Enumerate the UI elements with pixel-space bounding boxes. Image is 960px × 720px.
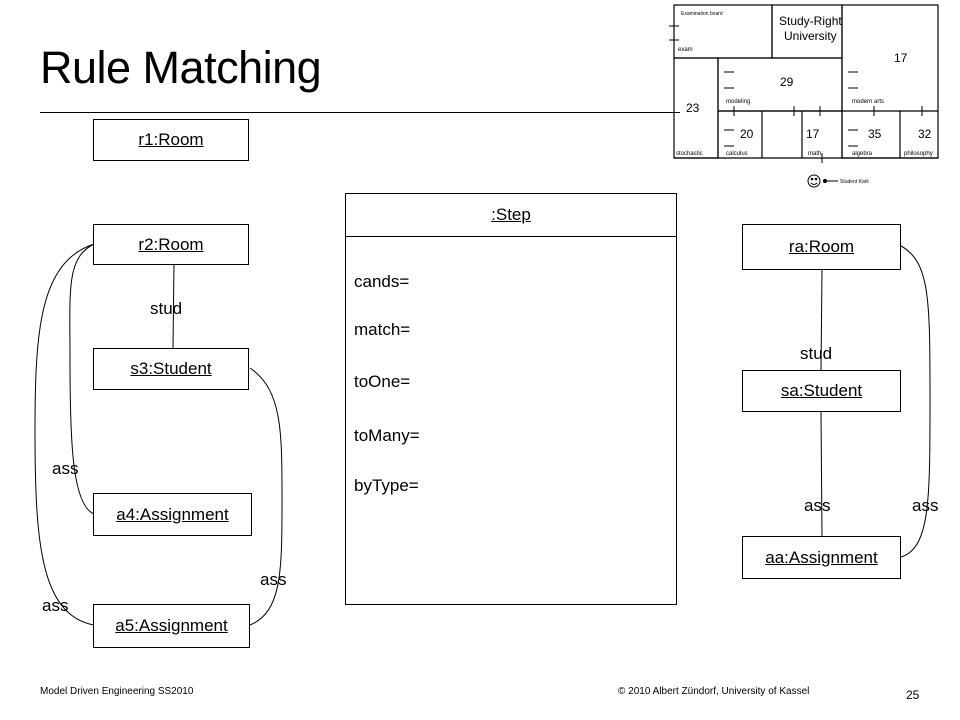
object-aa-assignment[interactable]: aa:Assignment: [742, 536, 901, 579]
thumb-room-modern-arts: modern arts: [852, 99, 884, 105]
thumb-credit-main: 17: [894, 51, 908, 65]
ass-link-sa-aa: [820, 411, 823, 537]
university-map-thumbnail: Examination board exam Study-Right Unive…: [669, 4, 939, 188]
step-attr-cands: cands=: [354, 272, 410, 291]
thumb-student-label: Student Karli: [840, 179, 869, 185]
thumb-credit-philosophy: 32: [918, 127, 932, 141]
step-attr-bytype: byType=: [354, 476, 419, 495]
ass-link-r2-a4: [69, 243, 95, 515]
object-a4-assignment[interactable]: a4:Assignment: [93, 493, 252, 536]
link-label-stud-right: stud: [800, 344, 833, 363]
stud-link-left: [172, 263, 175, 349]
object-s3-student[interactable]: s3:Student: [93, 348, 249, 390]
thumb-room-stochastic: stochastic: [676, 151, 703, 157]
thumb-room-algebra: algebra: [852, 151, 873, 157]
thumb-room-math: math: [808, 151, 821, 157]
step-attr-toone: toOne=: [354, 372, 411, 391]
object-a5-assignment[interactable]: a5:Assignment: [93, 604, 250, 648]
thumb-room-modeling: modeling: [726, 99, 750, 105]
slide-title: Rule Matching: [40, 42, 322, 93]
link-label-stud-left: stud: [150, 299, 183, 318]
object-r2-room[interactable]: r2:Room: [93, 224, 249, 265]
ass-link-s3-a5: [249, 367, 283, 626]
link-label-ass-s3-a5: ass: [260, 570, 287, 589]
step-object[interactable]: :Step cands= match= toOne= toMany= byTyp…: [345, 193, 677, 605]
link-label-ass-right-inner: ass: [804, 496, 831, 515]
thumb-exam-label: exam: [678, 47, 693, 53]
object-ra-room[interactable]: ra:Room: [742, 224, 901, 270]
link-label-ass-a5-outer: ass: [42, 596, 69, 615]
object-r1-room[interactable]: r1:Room: [93, 119, 249, 161]
page-number: 25: [906, 688, 920, 702]
thumb-room-calculus: calculus: [726, 151, 748, 157]
title-divider: [40, 112, 680, 113]
thumb-credit-calculus: 20: [740, 127, 754, 141]
stud-link-right: [820, 269, 823, 371]
step-attr-tomany: toMany=: [354, 426, 420, 445]
ass-link-ra-aa: [900, 245, 931, 558]
thumb-credit-modeling: 29: [780, 75, 794, 89]
thumb-room-philosophy: philosophy: [904, 151, 933, 157]
footer-course: Model Driven Engineering SS2010: [40, 686, 194, 697]
ass-link-r2-a5: [34, 243, 95, 626]
thumb-university-line1: Study-Right: [779, 14, 842, 28]
thumb-exam-board-label: Examination board: [681, 11, 723, 17]
thumb-credit-math: 17: [806, 127, 820, 141]
step-header: :Step: [346, 194, 676, 237]
step-attr-match: match=: [354, 320, 411, 339]
link-label-ass-a4: ass: [52, 459, 79, 478]
thumb-university-line2: University: [784, 29, 837, 43]
student-smiley-icon: [807, 174, 821, 188]
object-sa-student[interactable]: sa:Student: [742, 370, 901, 412]
thumb-credit-algebra: 35: [868, 127, 882, 141]
link-label-ass-right-outer: ass: [912, 496, 939, 515]
thumb-credit-left: 23: [686, 101, 700, 115]
student-pointer-arrow: [822, 178, 838, 184]
footer-copyright: © 2010 Albert Zündorf, University of Kas…: [618, 686, 810, 697]
